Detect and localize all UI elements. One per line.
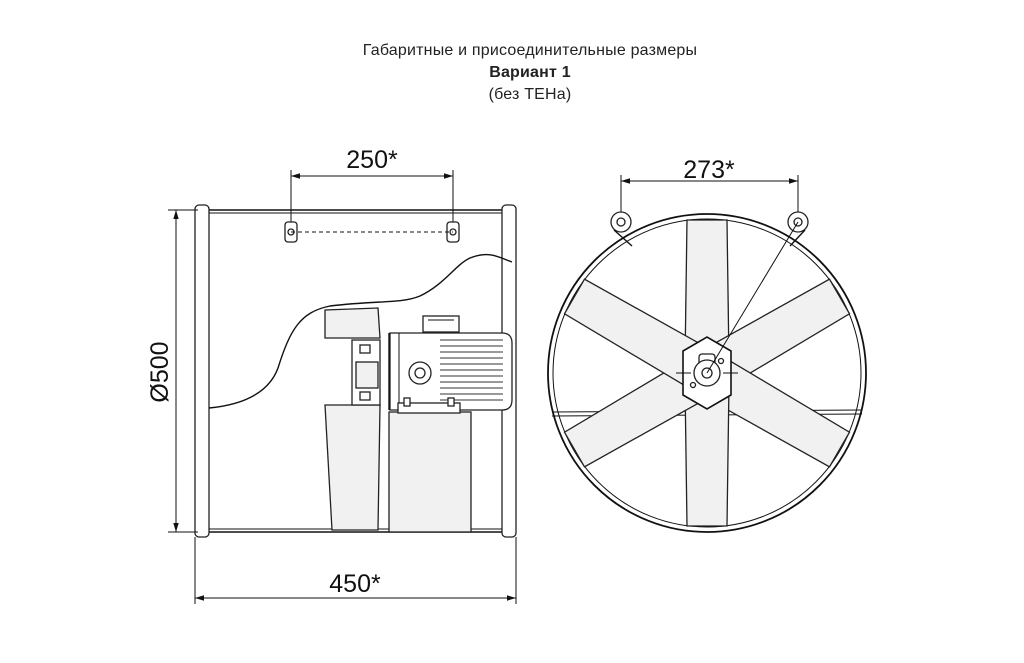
title-line-2: Вариант 1 [489, 64, 571, 81]
motor [388, 315, 513, 414]
front-view: 273* [547, 156, 867, 533]
motor-bracket [388, 411, 472, 533]
cutaway-curve [208, 253, 513, 409]
dim-label-450: 450* [329, 570, 381, 598]
dim-label-250: 250* [346, 146, 398, 174]
title-block: Габаритные и присоединительные размеры В… [0, 40, 1024, 106]
title-line-1: Габаритные и присоединительные размеры [362, 42, 698, 59]
blade-section-top [324, 307, 381, 339]
impeller-blades [563, 219, 851, 527]
title-line-3: (без ТЕНа) [488, 86, 572, 103]
terminal-box [422, 315, 460, 333]
blade-section-bottom [324, 404, 381, 531]
leader-line [706, 221, 799, 374]
dim-label-diameter: Ø500 [146, 341, 174, 402]
motor-base [397, 402, 461, 414]
left-flange [194, 204, 210, 538]
side-view: 250* Ø500 450* [146, 146, 517, 604]
housing-inner-circle [552, 218, 862, 528]
dim-label-273: 273* [683, 156, 735, 184]
hub-inner [355, 361, 379, 389]
